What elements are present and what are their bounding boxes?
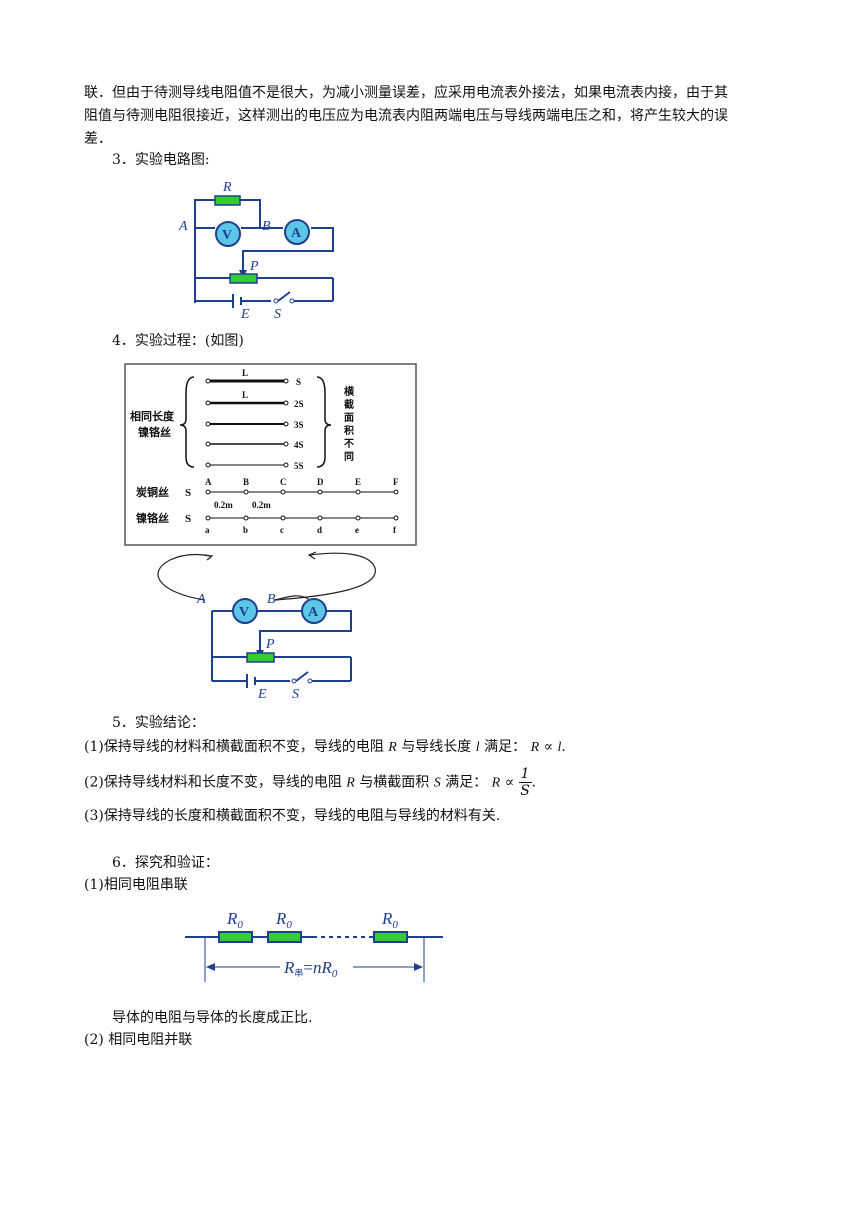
rheostat-p (229, 273, 258, 284)
svg-text:E: E (355, 477, 361, 487)
svg-text:D: D (317, 477, 324, 487)
svg-text:横: 横 (344, 385, 355, 398)
section-4-title: 4．实验过程：(如图) (112, 333, 244, 349)
svg-text:R0: R0 (275, 909, 292, 931)
svg-text:a: a (205, 525, 210, 535)
voltmeter-icon (215, 221, 241, 247)
svg-text:L: L (242, 368, 248, 378)
svg-text:5S: 5S (294, 461, 304, 471)
svg-text:A: A (308, 605, 319, 620)
conclusion-1: (1)保持导线的材料和横截面积不变，导线的电阻 R 与导线长度 l 满足： R … (84, 739, 566, 755)
svg-text:d: d (317, 525, 322, 535)
svg-text:2S: 2S (294, 399, 304, 409)
ammeter-icon (284, 219, 310, 245)
svg-text:c: c (280, 525, 284, 535)
svg-text:S: S (292, 687, 299, 700)
svg-text:不: 不 (344, 438, 354, 450)
svg-text:E: E (240, 307, 250, 322)
intro-line-3: 差． (84, 131, 112, 147)
svg-text:A: A (178, 219, 188, 234)
svg-text:E: E (257, 687, 267, 700)
resistor-r0-3 (373, 931, 408, 943)
svg-text:0.2m: 0.2m (214, 500, 233, 510)
svg-text:S: S (274, 307, 281, 322)
svg-text:b: b (243, 525, 248, 535)
voltmeter-icon-2 (232, 598, 258, 624)
svg-text:B: B (267, 592, 276, 607)
svg-text:L: L (242, 390, 248, 400)
svg-text:R0: R0 (381, 909, 398, 931)
wire-board-diagram: 相同长度 镍铬丝 横 截 面 积 不 同 L L S 2S 3S 4S 5S A (124, 363, 417, 546)
svg-text:面: 面 (344, 412, 354, 424)
svg-text:A: A (205, 477, 212, 487)
svg-text:A: A (291, 226, 302, 241)
svg-text:4S: 4S (294, 440, 304, 450)
svg-text:V: V (222, 228, 232, 243)
svg-text:R: R (222, 180, 232, 195)
section-6-sub-2: (2) 相同电阻并联 (84, 1032, 193, 1048)
section-3-title: 3．实验电路图: (112, 152, 210, 168)
svg-text:镍铬丝: 镍铬丝 (138, 425, 171, 439)
svg-text:P: P (265, 637, 275, 652)
svg-text:0.2m: 0.2m (252, 500, 271, 510)
section-6-title: 6．探究和验证： (112, 855, 219, 871)
svg-text:S: S (296, 377, 301, 387)
svg-text:P: P (249, 259, 259, 274)
section-6-sub-1: (1)相同电阻串联 (84, 877, 188, 893)
circuit-diagram-2: A B V A P E S (157, 551, 376, 700)
rheostat-p-2 (246, 652, 275, 663)
svg-text:V: V (239, 605, 249, 620)
svg-text:S: S (185, 487, 191, 499)
series-conclusion: 导体的电阻与导体的长度成正比. (112, 1010, 313, 1026)
ammeter-icon-2 (301, 598, 327, 624)
svg-text:3S: 3S (294, 420, 304, 430)
svg-text:B: B (243, 477, 249, 487)
svg-text:积: 积 (344, 424, 354, 437)
conclusion-3: (3)保持导线的长度和横截面积不变，导线的电阻与导线的材料有关. (84, 808, 501, 824)
resistor-r0-1 (218, 931, 253, 943)
conclusion-2: (2)保持导线材料和长度不变，导线的电阻 R 与横截面积 S 满足： R ∝ 1… (84, 766, 536, 799)
svg-text:f: f (393, 525, 397, 535)
resistor-r (214, 195, 241, 206)
series-resistors-diagram: R0 R0 R0 R串=nR0 (185, 909, 443, 982)
svg-text:B: B (262, 219, 271, 234)
svg-text:R串=nR0: R串=nR0 (283, 958, 338, 980)
svg-text:e: e (355, 525, 359, 535)
svg-text:炭铜丝: 炭铜丝 (136, 485, 169, 499)
intro-line-1: 联．但由于待测导线电阻值不是很大，为减小测量误差，应采用电流表外接法，如果电流表… (84, 85, 728, 101)
svg-text:相同长度: 相同长度 (130, 409, 175, 423)
svg-text:F: F (393, 477, 399, 487)
section-5-title: 5．实验结论： (112, 715, 205, 731)
svg-text:S: S (185, 513, 191, 525)
resistor-r0-2 (267, 931, 302, 943)
svg-text:同: 同 (344, 451, 354, 463)
svg-text:C: C (280, 477, 287, 487)
svg-text:A: A (196, 592, 206, 607)
svg-text:截: 截 (344, 398, 354, 411)
circuit-diagram-1: R A B V A P E S (178, 180, 334, 322)
intro-line-2: 阻值与待测电阻很接近，这样测出的电压应为电流表内阻两端电压与导线两端电压之和，将… (84, 108, 728, 124)
svg-text:镍铬丝: 镍铬丝 (136, 511, 169, 525)
svg-text:R0: R0 (226, 909, 243, 931)
